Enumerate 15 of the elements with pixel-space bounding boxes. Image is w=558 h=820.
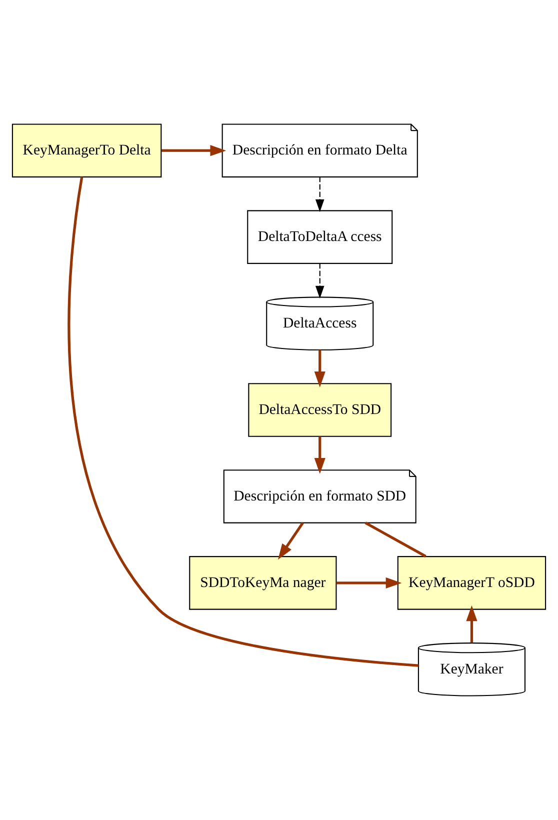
node-box: KeyManagerTo Delta bbox=[12, 124, 162, 178]
arrow bbox=[314, 350, 326, 388]
arrow bbox=[278, 522, 304, 560]
node-box: KeyManagerT oSDD bbox=[397, 556, 546, 610]
arrow bbox=[336, 577, 402, 588]
node-box: DeltaAccessTo SDD bbox=[248, 383, 392, 437]
arrow bbox=[315, 263, 324, 298]
node-box: DeltaToDeltaA ccess bbox=[247, 210, 393, 264]
connector bbox=[364, 522, 426, 558]
arrow bbox=[161, 145, 226, 156]
arrow bbox=[314, 436, 326, 474]
arrow bbox=[315, 176, 324, 212]
connector bbox=[68, 176, 419, 667]
node-box: SDDToKeyMa nager bbox=[189, 556, 337, 610]
arrow bbox=[466, 605, 478, 643]
